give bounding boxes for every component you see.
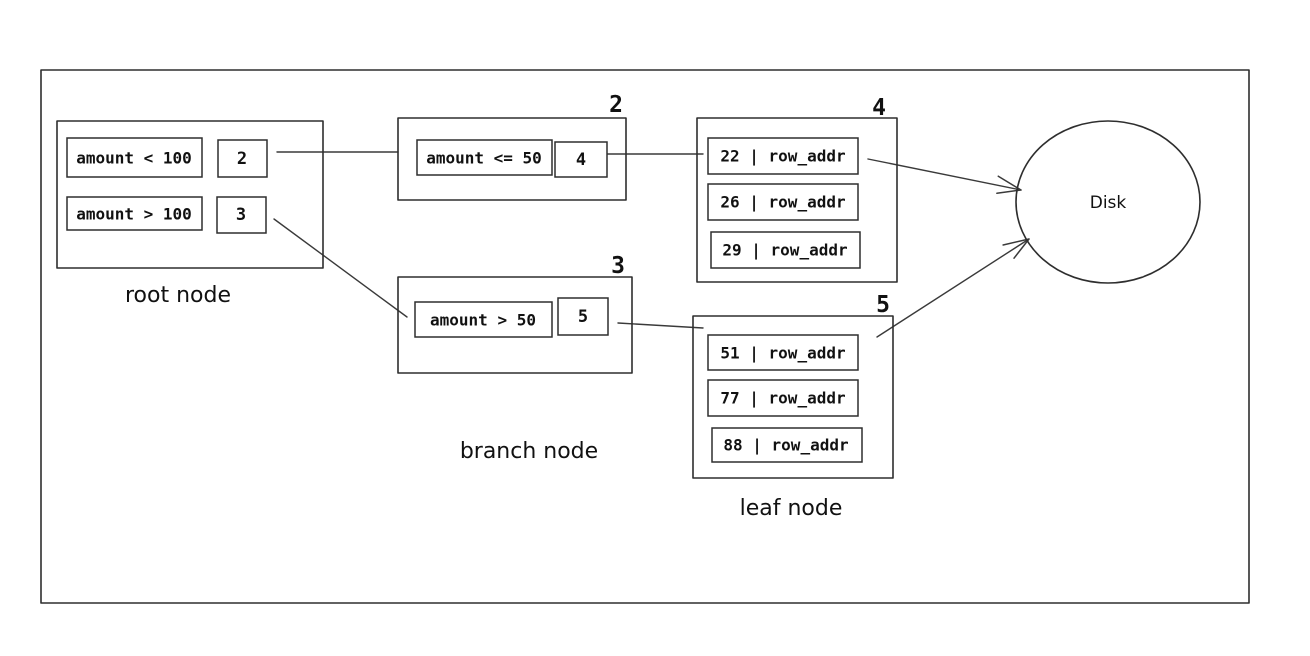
leaf-row-box: [710, 231, 861, 269]
leaf-node-4: 4 22 | row_addr 26 | row_addr 29 | row_a…: [696, 95, 898, 283]
leaf-node-box: [692, 315, 894, 479]
leaf-row-box: [707, 137, 859, 175]
branch-node-box: [397, 276, 633, 374]
leaf-row: 29 | row_addr: [722, 241, 847, 261]
connector-branch3-to-leaf5: [617, 322, 704, 329]
root-entry-pointer: 2: [237, 149, 247, 169]
root-node: amount < 100 2 amount > 100 3 root node: [56, 120, 324, 308]
leaf-node-id: 5: [876, 292, 890, 318]
connector-root-to-branch3: [273, 218, 408, 318]
leaf-row: 51 | row_addr: [720, 344, 845, 364]
disk-circle: [1015, 120, 1201, 284]
disk-label: Disk: [1090, 193, 1127, 213]
leaf-row: 26 | row_addr: [720, 193, 845, 213]
arrow-leaf4-to-disk: [867, 158, 1022, 195]
disk-node: Disk: [1015, 120, 1201, 284]
root-entry-pointer: 3: [236, 205, 246, 225]
branch-key-box: [414, 301, 553, 338]
root-entry-key-box: [66, 196, 203, 231]
root-entry-key: amount < 100: [76, 149, 192, 168]
branch-pointer-box: [557, 297, 609, 336]
branch-key: amount > 50: [430, 311, 536, 330]
root-entry-pointer-box: [216, 196, 267, 234]
branch-key: amount <= 50: [426, 149, 542, 168]
leaf-row: 77 | row_addr: [720, 389, 845, 409]
leaf-node-label: leaf node: [740, 496, 843, 521]
leaf-node-5: 5 51 | row_addr 77 | row_addr 88 | row_a…: [692, 292, 894, 479]
branch-pointer: 5: [578, 307, 588, 327]
leaf-row-box: [707, 183, 859, 221]
arrow-leaf5-to-disk: [876, 238, 1030, 338]
branch-node-id: 2: [609, 92, 623, 118]
leaf-row: 88 | row_addr: [723, 436, 848, 456]
root-node-label: root node: [125, 283, 231, 308]
leaf-row-box: [707, 334, 859, 371]
leaf-node-id: 4: [872, 95, 886, 121]
branch-key-box: [416, 139, 553, 176]
branch-pointer: 4: [576, 150, 586, 170]
leaf-row: 22 | row_addr: [720, 147, 845, 167]
leaf-row-box: [707, 379, 859, 417]
branch-node-box: [397, 117, 627, 201]
leaf-node-box: [696, 117, 898, 283]
branch-pointer-box: [554, 141, 608, 178]
branch-node-3: 3 amount > 50 5: [397, 253, 633, 374]
root-entry-pointer-box: [217, 139, 268, 178]
root-node-box: [56, 120, 324, 269]
branch-node-2: 2 amount <= 50 4: [397, 92, 627, 201]
root-entry-key-box: [66, 137, 203, 178]
root-entry-key: amount > 100: [76, 205, 192, 224]
branch-node-label: branch node: [460, 439, 598, 464]
branch-node-id: 3: [611, 253, 625, 279]
diagram-outer-border: [40, 69, 1250, 604]
leaf-row-box: [711, 427, 863, 463]
